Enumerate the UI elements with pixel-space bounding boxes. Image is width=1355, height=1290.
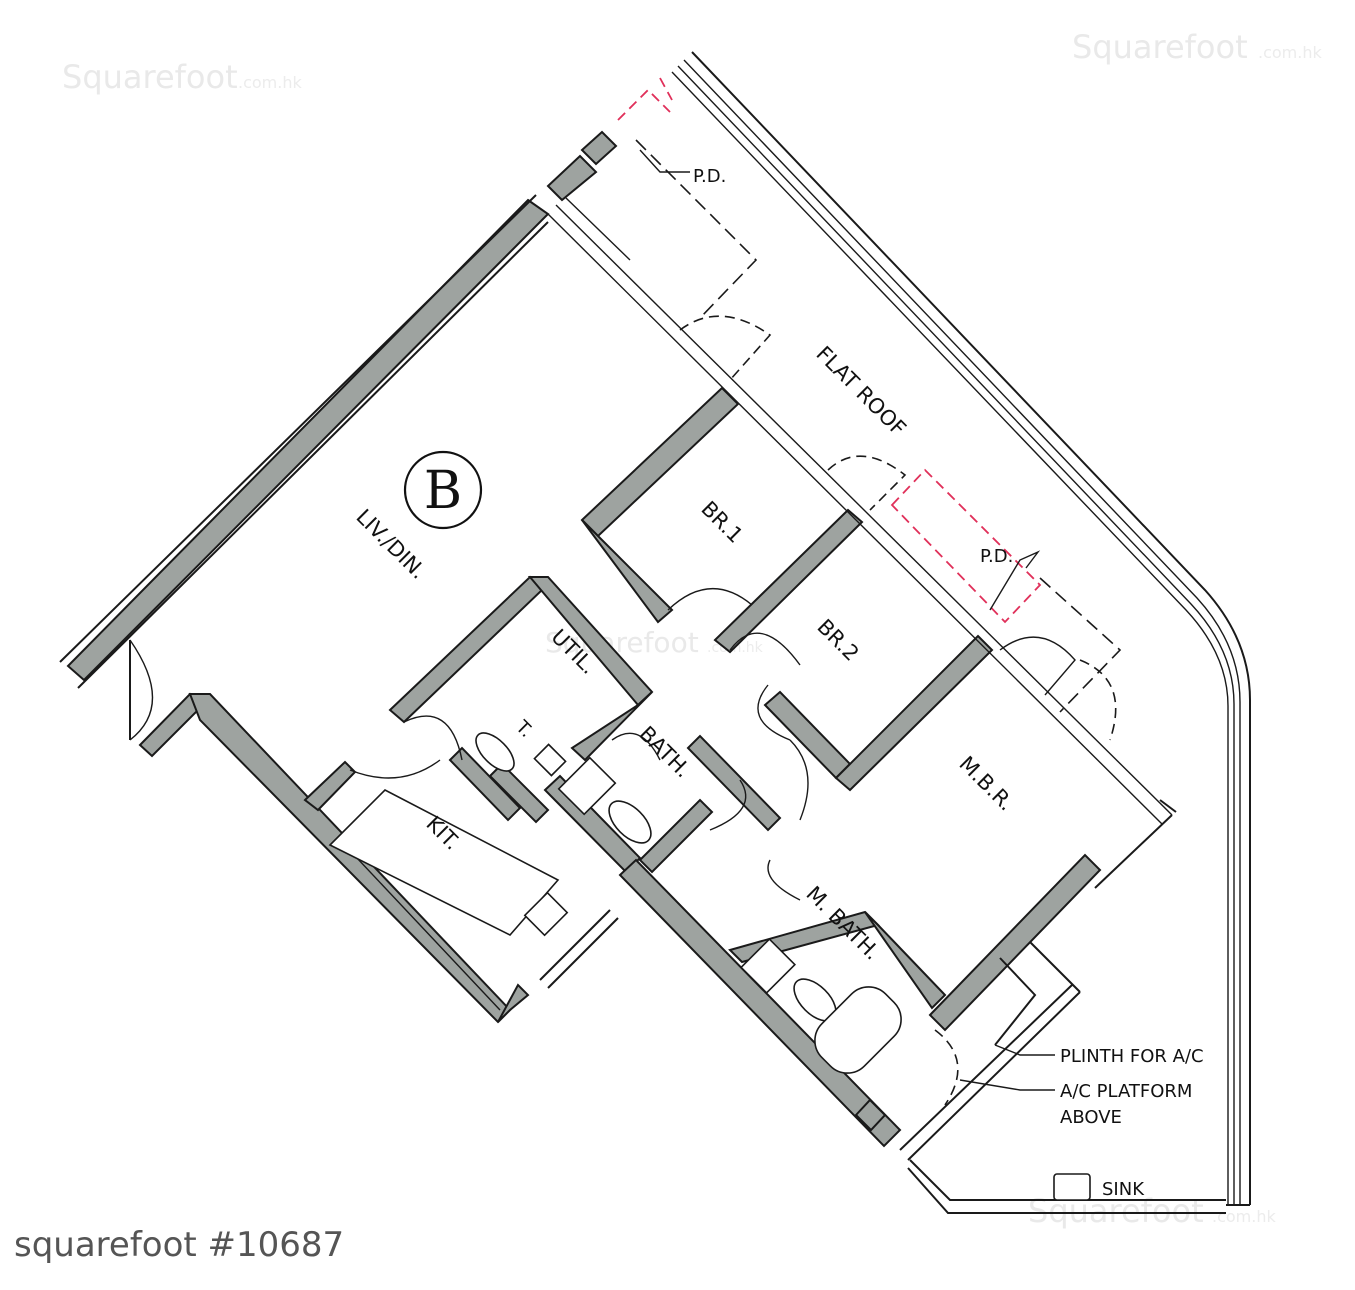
toilet-basin <box>533 743 567 777</box>
bath-basin <box>557 756 617 816</box>
watermark-top-left: Squarefoot .com.hk <box>62 58 302 96</box>
unit-label: B <box>424 461 462 521</box>
bath-toilet <box>608 800 652 844</box>
flat-roof-boundary <box>671 51 1251 1214</box>
room-label-bath: BATH. <box>634 722 695 783</box>
ac-platform-label-1: A/C PLATFORM <box>1060 1081 1192 1102</box>
watermark-brand: Squarefoot <box>545 626 699 659</box>
kitchen-sink <box>523 891 569 937</box>
plinth-label: PLINTH FOR A/C <box>1060 1046 1204 1067</box>
room-label-toilet: T. <box>511 716 537 742</box>
dashed-outlines <box>635 139 1122 713</box>
pd-label-top: P.D. <box>693 166 726 187</box>
door-swings <box>129 315 1117 1106</box>
watermark-top-right: Squarefoot .com.hk <box>1072 28 1322 66</box>
pd-label-mid: P.D. <box>980 546 1013 567</box>
sink-label: SINK <box>1102 1179 1145 1200</box>
kitchen-counter <box>328 789 560 936</box>
room-label-br2: BR.2 <box>812 615 863 666</box>
leader-lines <box>639 149 1055 1091</box>
window-lines <box>59 194 1177 1161</box>
watermark-suffix: .com.hk <box>238 73 302 92</box>
unit-circle: B <box>403 450 483 530</box>
roof-sink <box>1053 1173 1091 1201</box>
watermark-brand: Squarefoot <box>62 58 238 96</box>
annotations: P.D. P.D. PLINTH FOR A/C A/C PLATFORM AB… <box>693 166 1204 1200</box>
toilet-bowl <box>475 732 515 772</box>
walls <box>66 130 1102 1148</box>
listing-id: squarefoot #10687 <box>14 1225 344 1265</box>
ac-platform-label-2: ABOVE <box>1060 1107 1122 1128</box>
room-label-mbr: M.B.R. <box>954 752 1018 816</box>
fixtures <box>328 732 1091 1201</box>
room-label-flat-roof: FLAT ROOF <box>811 342 910 441</box>
watermark-suffix: .com.hk <box>1258 43 1322 62</box>
mbath-basin <box>739 937 797 995</box>
bathtub <box>814 986 902 1074</box>
watermark-suffix: .com.hk <box>1212 1207 1276 1226</box>
pipe-duct-markers <box>617 77 1042 624</box>
watermark-brand: Squarefoot <box>1072 28 1248 66</box>
room-label-br1: BR.1 <box>696 497 747 548</box>
